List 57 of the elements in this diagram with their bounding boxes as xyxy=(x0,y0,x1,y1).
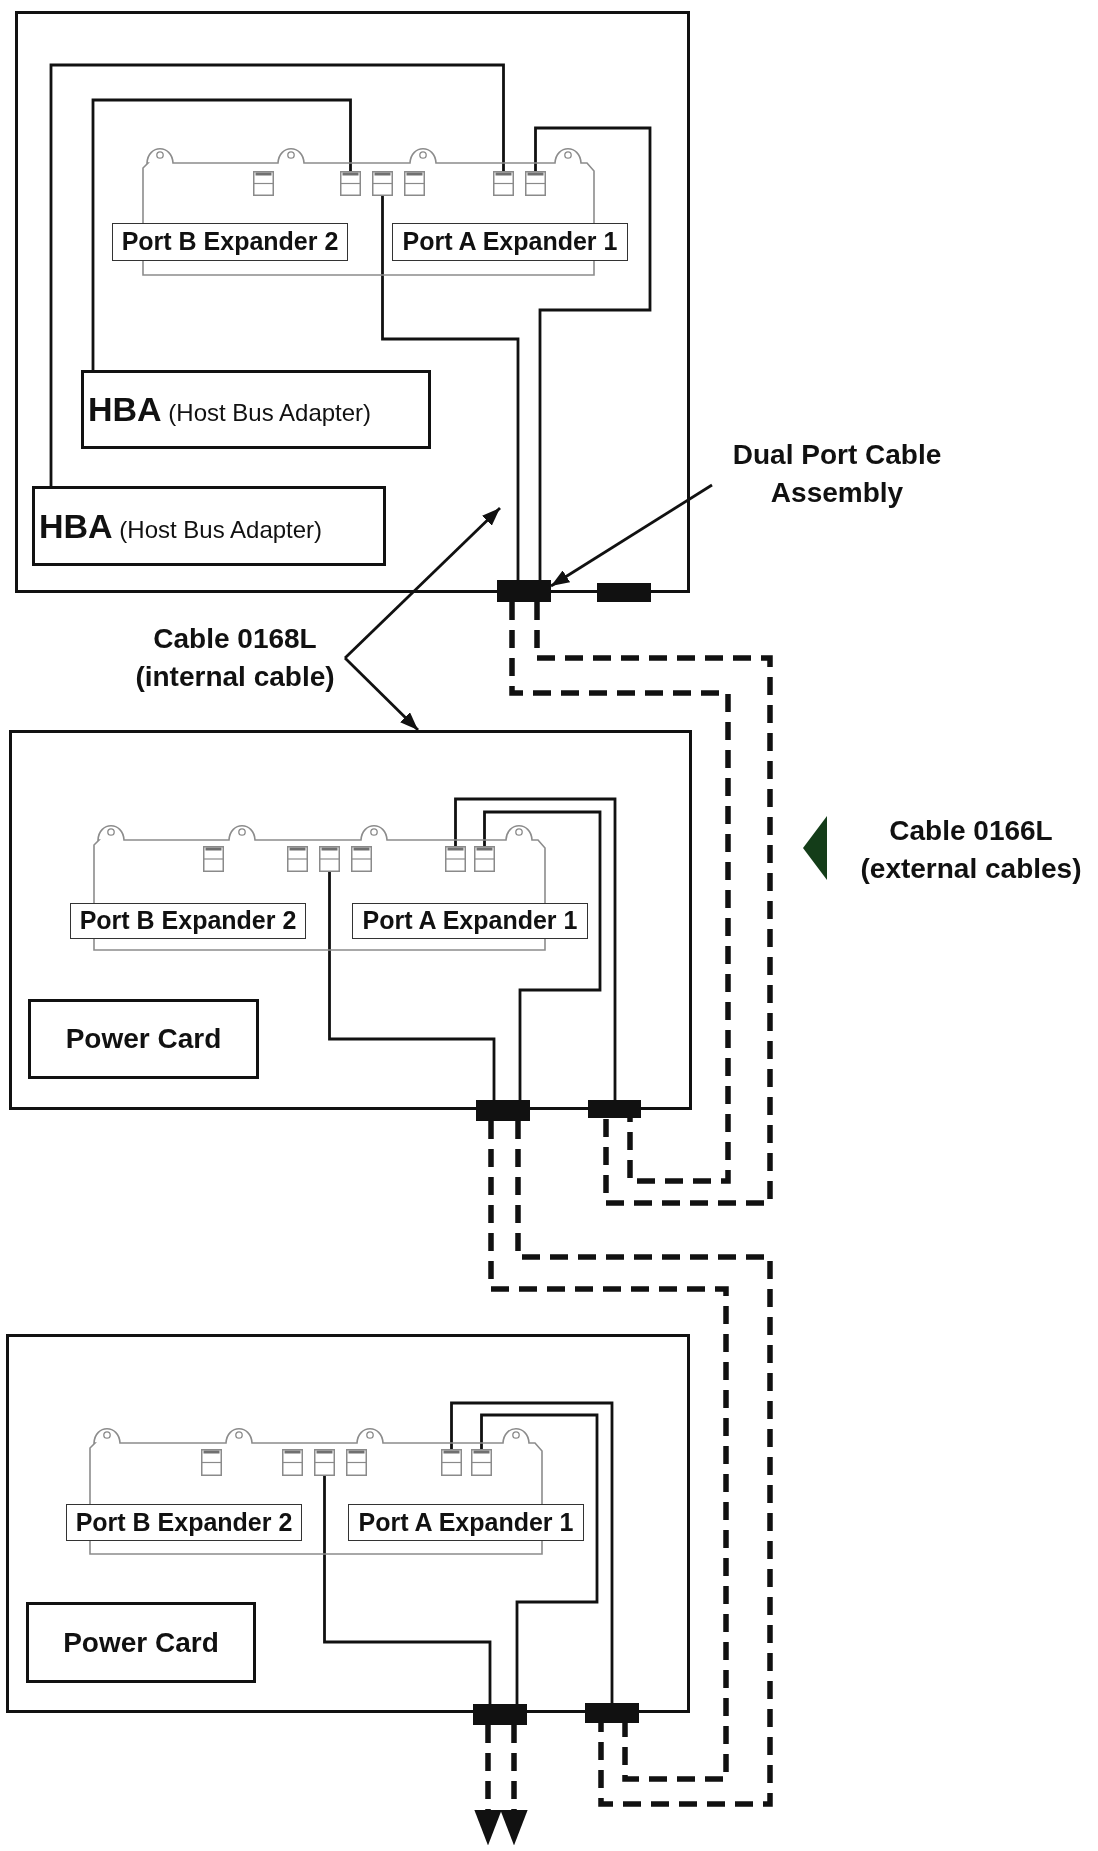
connector-port xyxy=(319,846,340,872)
callout-text: Cable 0166L (external cables) xyxy=(859,814,1083,886)
cable-line xyxy=(509,602,731,1184)
port-label-box: Port A Expander 1 xyxy=(352,903,588,939)
connector-port xyxy=(525,171,546,196)
cable-line xyxy=(381,196,520,580)
connector-port xyxy=(346,1449,367,1476)
connector-port xyxy=(493,171,514,196)
connector-port xyxy=(282,1449,303,1476)
cable-connector xyxy=(597,583,651,602)
port-label-box: Port B Expander 2 xyxy=(66,1504,302,1541)
connector-port xyxy=(372,171,393,196)
cable-line xyxy=(328,872,496,1100)
adapter-card-box: HBA (Host Bus Adapter) xyxy=(32,486,386,566)
enclosure-box xyxy=(6,1334,690,1713)
connector-port xyxy=(404,171,425,196)
port-label-box: Port B Expander 2 xyxy=(112,223,348,261)
port-label-box: Port A Expander 1 xyxy=(392,223,628,261)
connector-port xyxy=(471,1449,492,1476)
cable-connector xyxy=(473,1704,527,1725)
cable-line xyxy=(488,1121,729,1782)
cable-line xyxy=(323,1476,492,1704)
connector-port xyxy=(287,846,308,872)
port-label-box: Port B Expander 2 xyxy=(70,903,306,939)
cable-connector xyxy=(476,1100,530,1121)
connector-port xyxy=(203,846,224,872)
cable-line xyxy=(450,1401,614,1703)
connector-port xyxy=(351,846,372,872)
cable-line xyxy=(515,1121,773,1807)
power-card-box: Power Card xyxy=(26,1602,256,1683)
enclosure-box xyxy=(9,730,692,1110)
cable-line xyxy=(454,797,617,1100)
callout-text: Cable 0168L (internal cable) xyxy=(125,620,345,698)
cable-line xyxy=(91,98,352,370)
cable-connector xyxy=(497,580,551,602)
connector-port xyxy=(314,1449,335,1476)
leader-arrow xyxy=(344,507,501,659)
connector-port xyxy=(474,846,495,872)
adapter-card-box: HBA (Host Bus Adapter) xyxy=(81,370,431,449)
connector-port xyxy=(445,846,466,872)
callout-text: Dual Port Cable Assembly xyxy=(712,436,962,514)
cable-connector xyxy=(585,1703,639,1723)
cable-line xyxy=(480,1413,599,1704)
connector-port xyxy=(201,1449,222,1476)
connector-port xyxy=(253,171,274,196)
leader-arrow xyxy=(344,657,419,731)
cable-line xyxy=(483,810,602,1100)
cable-line xyxy=(534,602,773,1206)
connector-port xyxy=(441,1449,462,1476)
cable-line xyxy=(534,126,652,580)
cable-line xyxy=(49,63,505,486)
enclosure-box xyxy=(15,11,690,593)
cable-connector xyxy=(588,1100,641,1118)
port-label-box: Port A Expander 1 xyxy=(348,1504,584,1541)
leader-arrow xyxy=(550,483,713,588)
connector-port xyxy=(340,171,361,196)
power-card-box: Power Card xyxy=(28,999,259,1079)
